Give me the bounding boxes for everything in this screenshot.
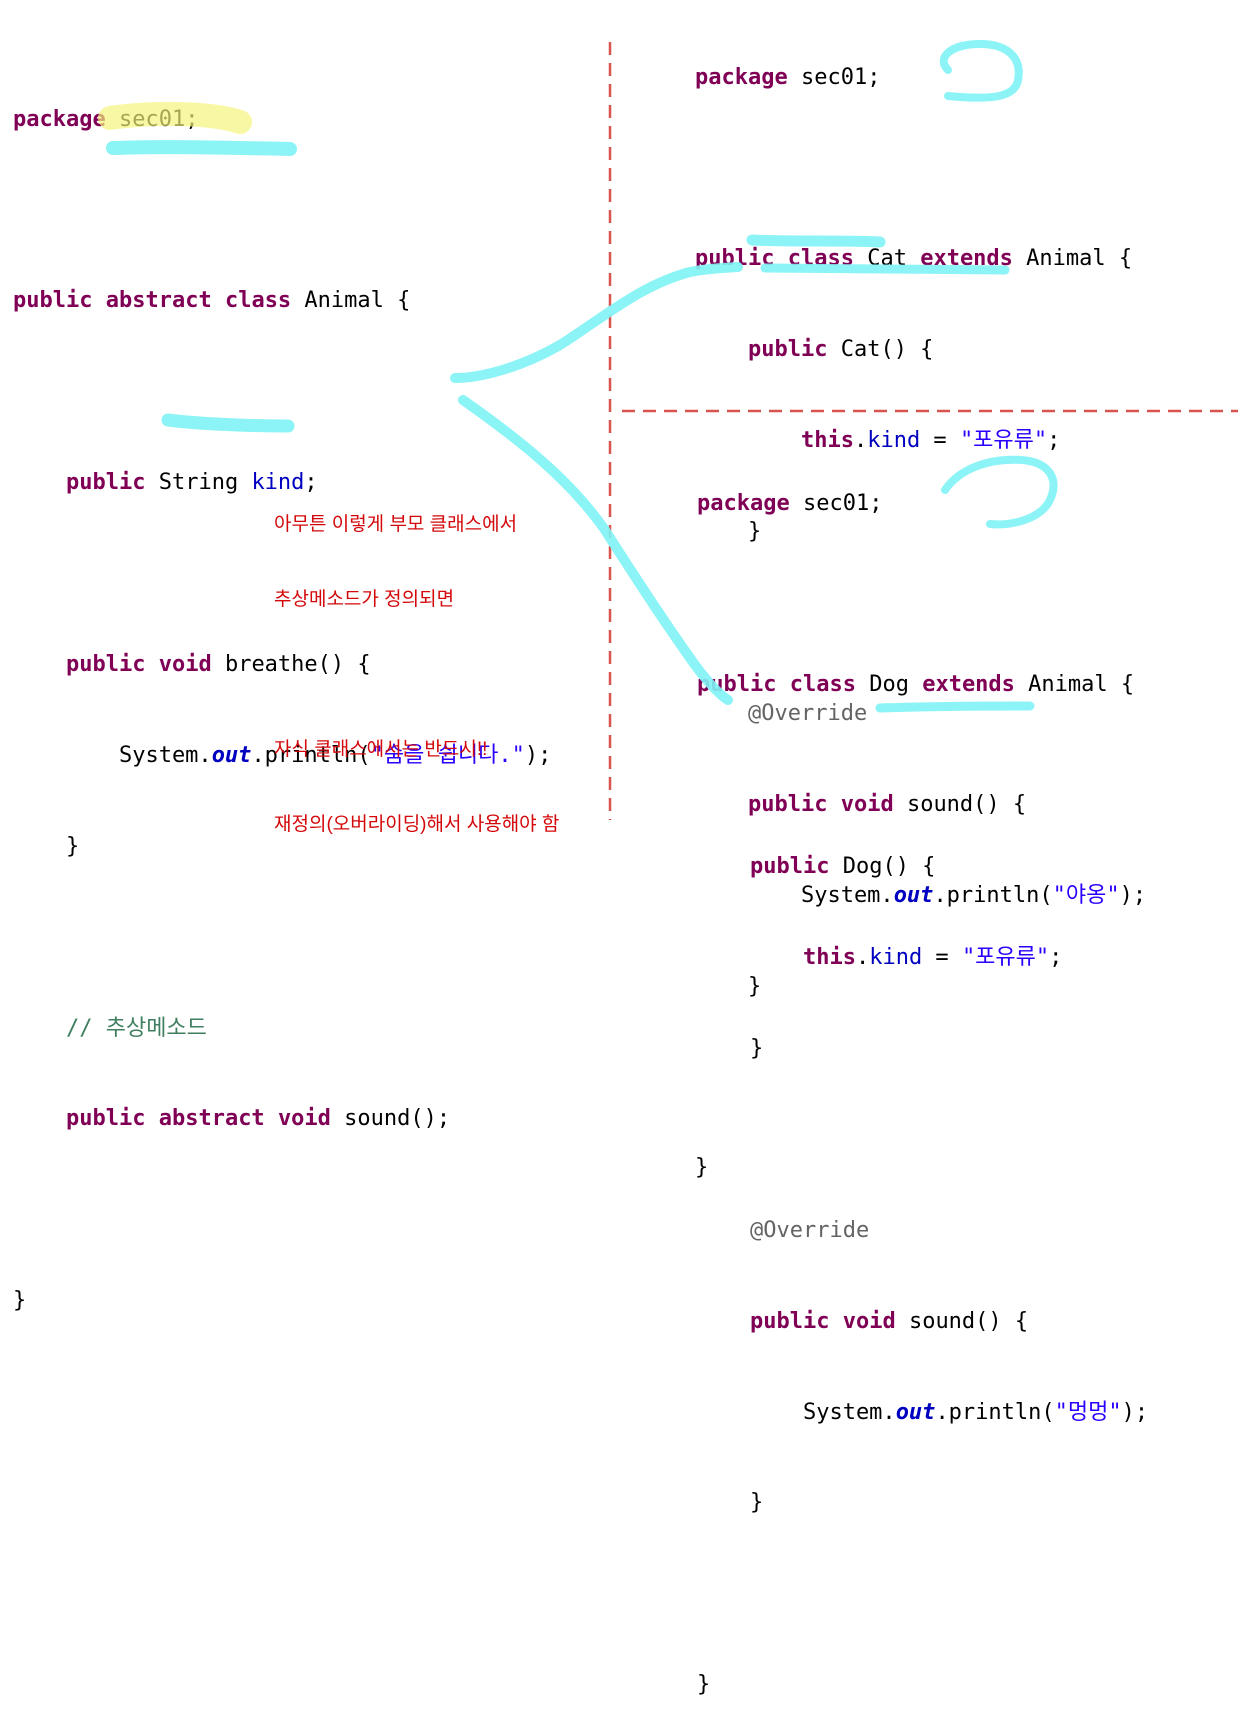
- code-line: }: [13, 1288, 27, 1314]
- code-line: [13, 195, 551, 225]
- code-line: [13, 377, 551, 407]
- note-line-2: 추상메소드가 정의되면: [274, 589, 455, 610]
- code-line: }: [697, 1035, 764, 1061]
- note-line-4: 재정의(오버라이딩)해서 사용해야 함: [274, 814, 560, 835]
- override-annotation: @Override: [697, 1217, 870, 1243]
- code-line: }: [697, 1490, 764, 1516]
- code-line: System.out.println("숨을 쉽니다.");: [13, 742, 552, 768]
- override-annotation: @Override: [695, 700, 868, 726]
- code-line: public void breathe() {: [65, 651, 371, 677]
- code-line: System.out.println("멍멍");: [697, 1399, 1149, 1425]
- code-line: [697, 579, 1148, 609]
- code-line: [697, 1125, 1148, 1155]
- code-line: public String kind;: [65, 470, 318, 496]
- code-line: [697, 761, 1148, 791]
- code-line: public abstract class Animal {: [13, 288, 411, 314]
- screenshot-stage: package sec01; public abstract class Ani…: [13, 40, 1238, 1697]
- code-line: }: [13, 833, 80, 859]
- code-line: }: [695, 519, 762, 545]
- code-line: [695, 153, 1146, 183]
- note-line-1: 아무튼 이렇게 부모 클래스에서: [274, 514, 518, 535]
- code-line: public void sound() {: [749, 1308, 1029, 1334]
- code-line: package sec01;: [697, 490, 883, 516]
- code-line: package sec01;: [695, 64, 881, 90]
- code-line: this.kind = "포유류";: [800, 428, 1061, 454]
- code-line: [13, 1195, 551, 1225]
- code-line: public abstract void sound();: [65, 1106, 451, 1132]
- code-line: public class Dog extends Animal {: [697, 672, 1135, 698]
- code-line: [697, 1579, 1148, 1609]
- explanation-note: 아무튼 이렇게 부모 클래스에서 추상메소드가 정의되면 자식 클래스에서는 반…: [274, 462, 559, 887]
- code-line: this.kind = "포유류";: [802, 945, 1063, 971]
- code-line: }: [697, 1672, 711, 1698]
- code-line: [13, 923, 551, 953]
- note-spacer: [274, 662, 559, 687]
- code-line: public Dog() {: [749, 854, 936, 880]
- code-comment: // 추상메소드: [13, 1015, 207, 1041]
- code-line: public class Cat extends Animal {: [695, 246, 1133, 272]
- code-line: public void sound() {: [747, 791, 1027, 817]
- code-line: package sec01;: [13, 106, 199, 132]
- code-line: public Cat() {: [747, 337, 934, 363]
- dog-code-block: package sec01; public class Dog extends …: [697, 428, 1148, 1728]
- note-line-3: 자식 클래스에서는 반드시!!: [274, 739, 488, 760]
